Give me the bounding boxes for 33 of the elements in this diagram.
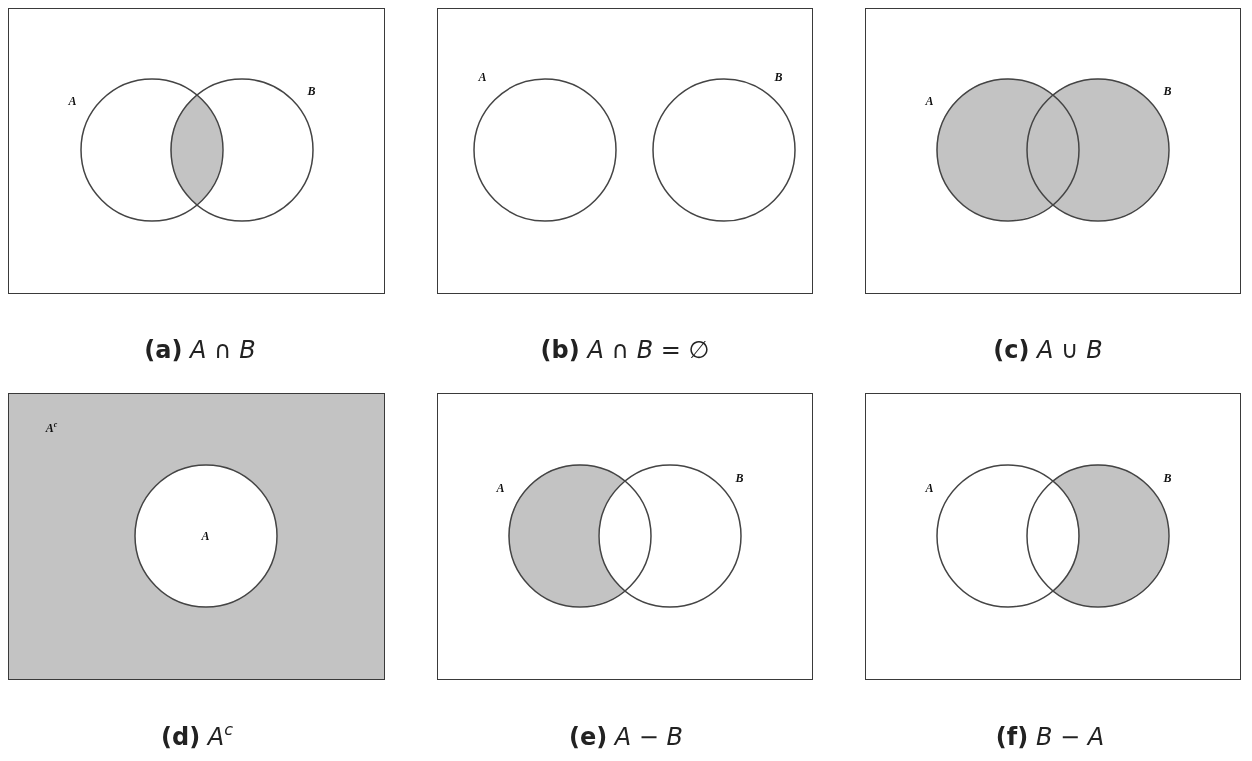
subfigure-caption: (f) B − A: [995, 723, 1105, 751]
set-label: A: [478, 70, 487, 83]
set-label: A: [496, 481, 505, 494]
set-label: A$^{c}$: [45, 421, 58, 434]
set-circle: [169, 77, 314, 222]
set-circle: [507, 463, 652, 608]
set-label: A: [925, 94, 934, 107]
universal-set-box: [8, 8, 385, 294]
set-circle: [133, 463, 278, 608]
set-label: A: [925, 481, 934, 494]
subfigure-caption: (c) A ∪ B: [993, 336, 1103, 364]
set-label: B: [1163, 84, 1172, 97]
set-label: A: [201, 529, 210, 542]
set-circle: [597, 463, 742, 608]
universal-set-box: [8, 393, 385, 680]
universal-set-box: [865, 393, 1241, 680]
set-label: B: [735, 471, 744, 484]
set-circle: [1025, 463, 1170, 608]
universal-set-box: [437, 393, 813, 680]
subfigure-caption: (a) A ∩ B: [144, 336, 256, 364]
universal-set-box: [437, 8, 813, 294]
set-label: A: [68, 94, 77, 107]
set-circle: [79, 77, 224, 222]
subfigure-caption: (e) A − B: [568, 723, 684, 751]
subfigure-caption: (d) A$^{c}$: [161, 723, 233, 751]
subfigure-caption: (b) A ∩ B = ∅: [540, 336, 710, 364]
set-circle: [935, 77, 1080, 222]
set-circle: [1025, 77, 1170, 222]
set-label: B: [774, 70, 783, 83]
set-label: B: [307, 84, 316, 97]
set-label: B: [1163, 471, 1172, 484]
universal-set-box: [865, 8, 1241, 294]
set-circle: [935, 463, 1080, 608]
